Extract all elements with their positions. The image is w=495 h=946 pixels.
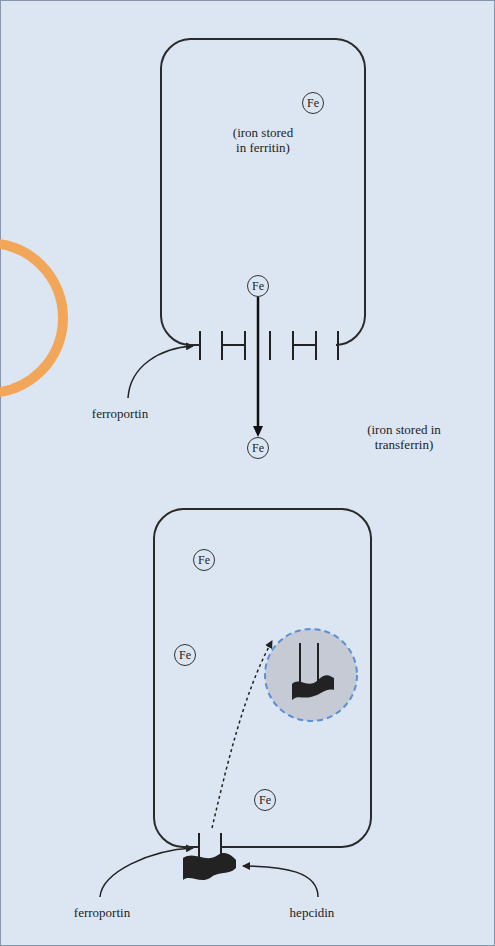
iron-atom: Fe bbox=[302, 92, 324, 114]
iron-atom: Fe bbox=[247, 437, 269, 459]
atom-symbol: Fe bbox=[252, 442, 264, 455]
part-label: ferroportin bbox=[91, 406, 150, 421]
label-box: ferroportin bbox=[91, 404, 150, 422]
iron-atom: Fe bbox=[174, 644, 196, 666]
leader-line bbox=[243, 866, 318, 897]
channel-bar bbox=[269, 331, 271, 360]
cell-caption: (iron stored in ferritin) bbox=[232, 125, 295, 155]
iron-atom: Fe bbox=[193, 549, 215, 571]
ferroportin-channel bbox=[183, 833, 236, 880]
leader-line bbox=[128, 346, 193, 398]
atom-symbol: Fe bbox=[179, 649, 191, 662]
arrow-shaft bbox=[257, 297, 260, 428]
hepcidin-blob bbox=[292, 675, 334, 700]
highlight-ring bbox=[0, 243, 63, 393]
iron-atom: Fe bbox=[254, 789, 276, 811]
atom-symbol: Fe bbox=[307, 97, 319, 110]
arrow-head bbox=[253, 426, 263, 437]
hepcidin-blob bbox=[183, 853, 236, 880]
channel-link bbox=[222, 344, 245, 346]
internalization-arrow bbox=[212, 641, 272, 828]
label-box: hepcidin bbox=[289, 903, 336, 921]
cell: (iron stored in ferritin)FeFe bbox=[160, 38, 366, 346]
atom-symbol: Fe bbox=[259, 794, 271, 807]
label-box: ferroportin bbox=[73, 903, 132, 921]
iron-atom: Fe bbox=[247, 275, 269, 297]
part-label: hepcidin bbox=[289, 905, 336, 920]
part-label: ferroportin bbox=[73, 905, 132, 920]
internalized-complex bbox=[292, 643, 334, 700]
ferroportin-channel bbox=[200, 331, 338, 360]
channel-bar bbox=[198, 833, 200, 858]
cell-membrane bbox=[161, 39, 365, 345]
cell-membrane bbox=[154, 509, 371, 847]
part-label: (iron stored in transferrin) bbox=[367, 422, 441, 452]
atom-symbol: Fe bbox=[252, 280, 264, 293]
flow-arrow bbox=[253, 297, 263, 437]
cell-outline bbox=[160, 38, 366, 346]
degradation-vesicle bbox=[265, 629, 357, 721]
cell: FeFeFe bbox=[153, 508, 372, 848]
channel-link bbox=[293, 344, 316, 346]
label-box: (iron stored in transferrin) bbox=[367, 422, 441, 453]
leader-line bbox=[100, 848, 193, 897]
atom-symbol: Fe bbox=[198, 554, 210, 567]
